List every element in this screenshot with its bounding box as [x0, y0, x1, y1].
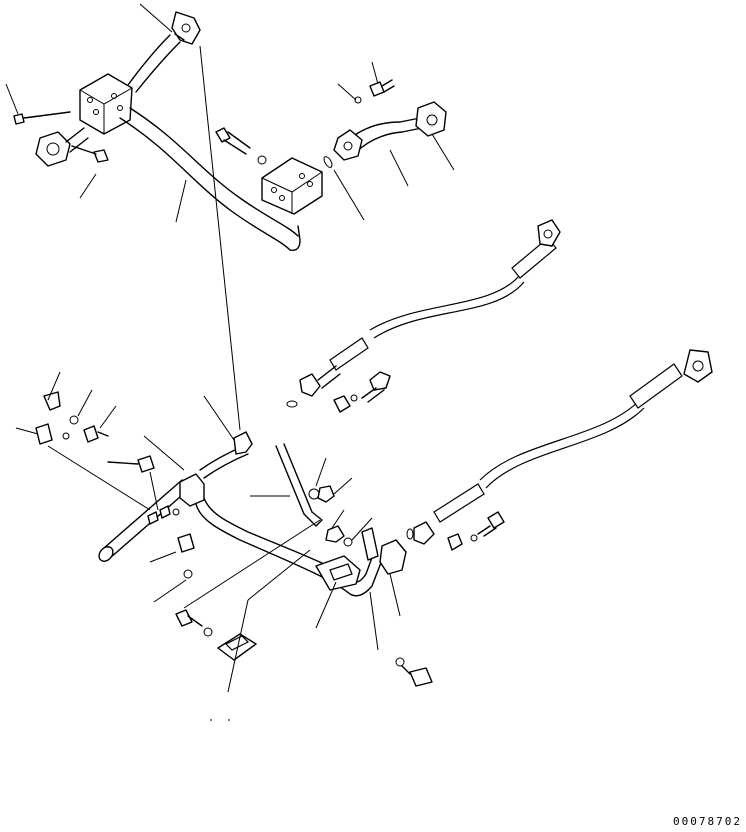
elbow-head-right	[415, 101, 447, 137]
long-bolt-upper	[215, 127, 231, 143]
hose-lower	[413, 349, 713, 545]
lower-main-pipe	[195, 503, 383, 597]
clamp-mid	[333, 395, 351, 413]
hose-upper	[299, 219, 561, 397]
o-ring-lower	[406, 528, 414, 540]
bolt-bottom-left	[175, 609, 193, 627]
hose-upper-ferrule-bottom	[329, 337, 369, 371]
big-curved-pipe	[119, 117, 291, 251]
bolt-top-right	[369, 81, 385, 97]
bracket-small-left-b	[35, 423, 53, 445]
hose-lower-end-top	[683, 349, 713, 383]
clip-lower	[233, 431, 253, 455]
document-number: 00078702	[673, 815, 742, 828]
washer-mid-b	[343, 537, 353, 547]
washer-upper	[257, 155, 267, 165]
mounting-block-lower-left	[179, 473, 205, 507]
bolt-bottom-right	[409, 667, 433, 687]
o-ring-upper	[323, 156, 333, 168]
fittings-mid	[286, 371, 505, 551]
hose-upper-line	[369, 274, 521, 331]
hose-lower-line	[479, 399, 641, 481]
bolt-head-lower	[487, 511, 505, 529]
upper-short-pipe-a	[127, 34, 171, 86]
hose-lower-nut	[413, 521, 435, 545]
vertical-bracket-a	[275, 445, 305, 515]
flange-lower-right	[379, 539, 407, 575]
top-elbow-flange	[171, 11, 201, 45]
hose-lower-ferrule-top	[629, 363, 683, 409]
hose-lower-ferrule-bottom	[433, 483, 485, 523]
bracket-small-left-a	[43, 391, 61, 411]
bolt-small-left	[83, 425, 99, 443]
bolt-head-mid	[369, 371, 391, 391]
mounting-block-upper	[79, 73, 133, 135]
nut-mid-a	[317, 485, 335, 503]
bolt-under-flange	[93, 149, 109, 163]
washer-lower-mid	[183, 569, 193, 579]
upper-right-elbow	[323, 79, 447, 168]
strap-lower	[361, 527, 379, 561]
lower-left-pipe	[103, 479, 183, 549]
upper-pipe-assembly	[13, 11, 323, 251]
bolt-lower-mid	[177, 533, 195, 553]
bolt-mid-left	[137, 455, 155, 473]
leader-lines	[5, 3, 455, 721]
nut-mid-b	[325, 525, 345, 543]
bolt-upper-left	[13, 113, 25, 125]
flange-plate-left	[35, 131, 71, 167]
hose-upper-ferrule-top	[511, 237, 557, 279]
lower-pipe-assembly	[35, 391, 433, 687]
hose-upper-nut	[299, 373, 321, 397]
o-ring-mid	[286, 400, 298, 408]
clamp-lower	[447, 533, 463, 551]
mounting-block-right	[261, 157, 323, 215]
lower-left-pipe-end	[98, 546, 114, 562]
elbow-flange-right	[333, 129, 363, 161]
hose-upper-end-top	[537, 219, 561, 247]
